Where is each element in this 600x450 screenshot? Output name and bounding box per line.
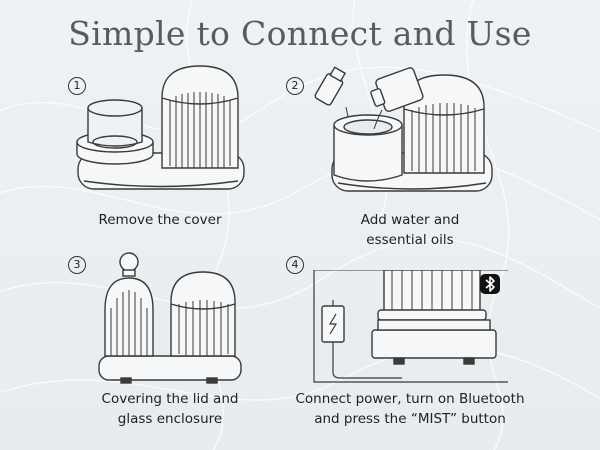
add-water-oils-illustration [314, 66, 493, 192]
diffuser-open-illustration [76, 65, 245, 190]
step-2-caption-line1: Add water and [360, 212, 460, 228]
step-2-caption-line2: essential oils [366, 232, 454, 248]
connect-power-illustration [313, 270, 508, 383]
diffuser-covered-illustration [98, 252, 242, 384]
step-3-caption-line2: glass enclosure [117, 411, 223, 427]
step-2-caption: Add water and essential oils [300, 210, 520, 250]
bluetooth-icon [480, 274, 500, 294]
step-3-caption-line1: Covering the lid and [101, 391, 239, 407]
step-2-number: 2 [286, 77, 304, 95]
step-1-number: 1 [68, 77, 86, 95]
step-4-caption-line2: and press the “MIST” button [314, 411, 506, 427]
step-1-caption: Remove the cover [98, 212, 222, 228]
step-4-caption: Connect power, turn on Bluetooth and pre… [285, 389, 535, 429]
step-4-caption-line1: Connect power, turn on Bluetooth [295, 391, 525, 407]
step-3-number: 3 [68, 256, 86, 274]
page-title: Simple to Connect and Use [68, 14, 532, 53]
step-4-number: 4 [286, 256, 304, 274]
step-3-caption: Covering the lid and glass enclosure [70, 389, 270, 429]
